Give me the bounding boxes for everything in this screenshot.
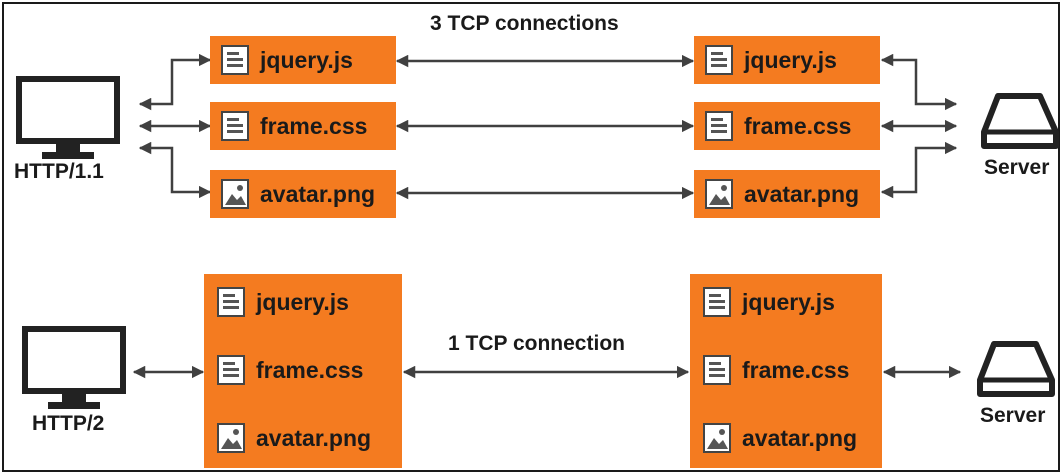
image-icon <box>704 178 734 210</box>
server-label-http1: Server <box>984 156 1050 179</box>
file-name: avatar.png <box>744 180 860 207</box>
file-name: jquery.js <box>742 288 835 315</box>
image-icon <box>702 422 732 454</box>
document-icon <box>220 110 250 142</box>
client-monitor-icon <box>16 76 120 167</box>
client-file-jquery: jquery.js <box>216 286 349 318</box>
client-file-frame: frame.css <box>216 354 363 386</box>
document-icon <box>216 286 246 318</box>
file-name: jquery.js <box>256 288 349 315</box>
file-name: frame.css <box>742 356 850 383</box>
file-name: frame.css <box>744 112 852 139</box>
file-name: jquery.js <box>744 46 837 73</box>
document-icon <box>702 354 732 386</box>
server-file-avatar: avatar.png <box>702 422 857 454</box>
client-file-jquery: jquery.js <box>210 36 396 84</box>
file-name: jquery.js <box>260 46 353 73</box>
server-file-frame: frame.css <box>702 354 849 386</box>
client-link-1 <box>138 53 212 111</box>
file-name: avatar.png <box>256 424 372 451</box>
server-file-frame: frame.css <box>694 102 880 150</box>
document-icon <box>704 44 734 76</box>
server-label-http2: Server <box>980 404 1046 427</box>
document-icon <box>216 354 246 386</box>
connection-label-http1: 3 TCP connections <box>430 12 619 35</box>
file-name: frame.css <box>256 356 364 383</box>
server-link-1 <box>880 53 958 111</box>
client-file-avatar: avatar.png <box>216 422 371 454</box>
client-file-avatar: avatar.png <box>210 170 396 218</box>
client-monitor-icon <box>22 326 126 417</box>
client-link-3 <box>138 141 212 199</box>
image-icon <box>216 422 246 454</box>
client-label-http2: HTTP/2 <box>32 412 105 435</box>
server-icon <box>976 340 1056 405</box>
image-icon <box>220 178 250 210</box>
file-name: frame.css <box>260 112 368 139</box>
file-name: avatar.png <box>742 424 858 451</box>
server-file-jquery: jquery.js <box>702 286 835 318</box>
connection-label-http2: 1 TCP connection <box>448 332 625 355</box>
client-file-group: jquery.js frame.css avatar.png <box>204 274 402 468</box>
file-name: avatar.png <box>260 180 376 207</box>
client-file-frame: frame.css <box>210 102 396 150</box>
document-icon <box>702 286 732 318</box>
client-label-http1: HTTP/1.1 <box>14 160 104 183</box>
server-icon <box>980 92 1060 157</box>
server-file-avatar: avatar.png <box>694 170 880 218</box>
server-file-jquery: jquery.js <box>694 36 880 84</box>
document-icon <box>220 44 250 76</box>
document-icon <box>704 110 734 142</box>
server-file-group: jquery.js frame.css avatar.png <box>690 274 882 468</box>
server-link-3 <box>880 141 958 199</box>
